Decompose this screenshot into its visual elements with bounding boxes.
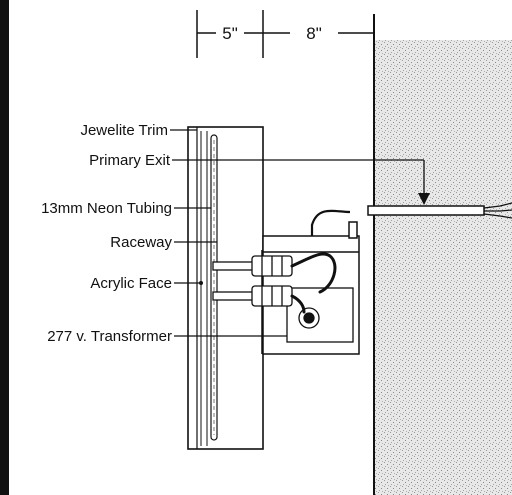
dimension-raceway-depth: 8" xyxy=(306,24,322,43)
primary-wire-ends xyxy=(483,202,512,219)
label-neon-tubing: 13mm Neon Tubing xyxy=(41,200,172,217)
sign-cabinet xyxy=(187,126,264,450)
leader-dot-acrylic xyxy=(199,281,203,285)
label-acrylic-face: Acrylic Face xyxy=(90,275,172,292)
label-jewelite-trim: Jewelite Trim xyxy=(80,122,168,139)
left-border-strip xyxy=(0,0,9,495)
wall xyxy=(374,40,512,495)
transformer xyxy=(286,287,354,343)
label-transformer: 277 v. Transformer xyxy=(47,328,172,345)
dimension-sign-depth: 5" xyxy=(222,24,238,43)
dimension-lines xyxy=(196,10,374,58)
label-raceway: Raceway xyxy=(110,234,172,251)
primary-exit-arrowhead xyxy=(418,193,430,205)
label-primary-exit: Primary Exit xyxy=(89,152,171,169)
electrode-housings xyxy=(212,255,293,307)
gto-wiring xyxy=(290,252,337,314)
